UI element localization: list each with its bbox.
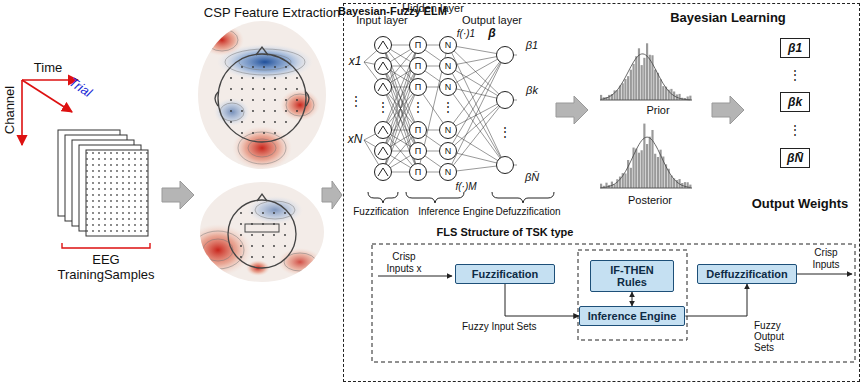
weight-box: βk xyxy=(780,92,810,112)
label: Crisp Inputs xyxy=(808,247,844,270)
label: Defuzzification xyxy=(495,206,560,218)
edge-label: Fuzzy Input Sets xyxy=(461,321,537,332)
label: FLS Structure of TSK type xyxy=(437,226,574,239)
label: Output layer xyxy=(462,14,522,27)
node-text: βN̄ xyxy=(787,151,803,165)
rule-box: IF-THEN Rules xyxy=(590,260,674,292)
fls-frame xyxy=(372,244,855,362)
label: ⋮ xyxy=(377,101,389,115)
label: N xyxy=(445,40,452,50)
node-text: Inference Engine xyxy=(588,310,677,322)
label: ⋮ xyxy=(412,101,424,115)
label: ⋮ xyxy=(442,101,454,115)
node-text: Fuzzification xyxy=(464,268,546,280)
network xyxy=(364,37,517,181)
label: Π xyxy=(415,40,422,50)
topomap xyxy=(184,182,324,282)
node-text: Deffuzzification xyxy=(706,268,787,280)
label: f(·)M xyxy=(455,181,476,193)
bracket xyxy=(62,243,150,248)
connector xyxy=(505,284,579,316)
label: Inference Engine xyxy=(418,206,494,218)
rule-frame xyxy=(578,250,687,340)
output-arrow xyxy=(792,274,852,275)
label: Π xyxy=(415,125,422,135)
label: EEG TrainingSamples xyxy=(50,253,162,283)
process-box: Fuzzification xyxy=(455,264,555,284)
label: Crisp Inputs x xyxy=(382,251,426,274)
label: N xyxy=(445,125,452,135)
topomap xyxy=(198,21,326,170)
label: Π xyxy=(415,167,422,177)
label: βN̄ xyxy=(525,171,539,184)
label: x1 xyxy=(349,55,362,69)
label: ⋮ xyxy=(350,95,362,109)
label: Output Weights xyxy=(752,197,849,212)
process-box: Deffuzzification xyxy=(697,264,796,284)
label: Trial xyxy=(66,75,95,101)
label: Bayesian Learning xyxy=(670,11,786,26)
label: N xyxy=(445,61,452,71)
label: ⋮ xyxy=(789,124,801,138)
brace xyxy=(368,192,554,203)
label: Π xyxy=(415,82,422,92)
label: Π xyxy=(415,61,422,71)
label: Input layer xyxy=(356,14,407,27)
connector xyxy=(685,284,747,316)
eeg-sheets xyxy=(58,130,148,236)
label: Prior xyxy=(646,104,669,117)
label: N xyxy=(445,167,452,177)
connector xyxy=(632,292,633,306)
label: ⋮ xyxy=(789,69,801,83)
label: N xyxy=(445,146,452,156)
edge-label: Fuzzy Output Sets xyxy=(753,320,807,353)
process-box: Inference Engine xyxy=(579,306,686,326)
label: Channel xyxy=(3,86,18,134)
histogram xyxy=(600,43,692,188)
label: βk xyxy=(526,84,538,97)
label: β xyxy=(488,27,495,41)
label: ⋮ xyxy=(499,126,511,140)
label: Π xyxy=(415,146,422,156)
label: f(·)1 xyxy=(457,28,475,40)
label: CSP Feature Extraction xyxy=(204,6,340,21)
node-text: IF-THEN Rules xyxy=(599,264,665,288)
label: Hidden layer xyxy=(402,2,464,15)
label: β1 xyxy=(526,39,538,52)
weight-box: βN̄ xyxy=(780,148,810,168)
label: Time xyxy=(34,61,62,76)
label: Fuzzification xyxy=(353,206,409,218)
label: xN xyxy=(348,133,363,147)
label: N xyxy=(445,82,452,92)
input-arrow xyxy=(378,276,452,277)
weight-box: β1 xyxy=(780,38,810,58)
label: Posterior xyxy=(628,194,672,207)
node-text: βk xyxy=(788,95,802,109)
node-text: β1 xyxy=(788,41,802,55)
